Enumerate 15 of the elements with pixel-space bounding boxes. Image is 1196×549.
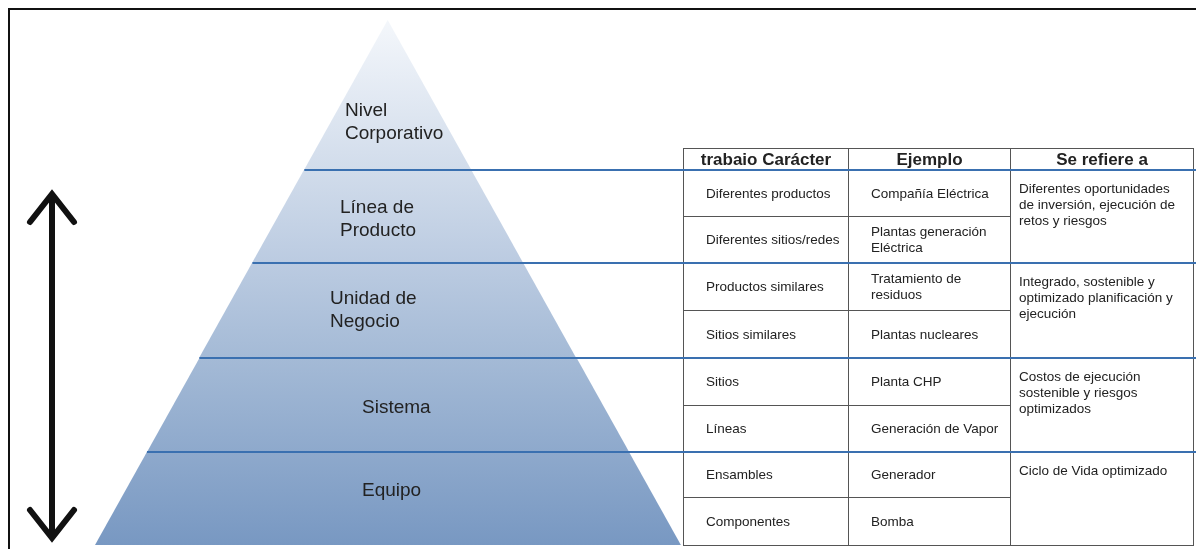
pyramid-band — [199, 263, 577, 358]
level-label: Unidad de Negocio — [330, 286, 418, 332]
level-label: Nivel Corporativo — [345, 98, 445, 144]
column-header: trabaio Carácter — [683, 148, 849, 171]
table-cell: Componentes — [683, 497, 849, 546]
column-header: Se refiere a — [1010, 148, 1194, 171]
column-header: Ejemplo — [848, 148, 1011, 171]
level-label: Sistema — [362, 395, 432, 418]
pyramid-band — [146, 358, 630, 452]
level-label: Equipo — [362, 478, 423, 501]
level-label: Línea de Producto — [340, 195, 418, 241]
pyramid-band — [95, 452, 681, 545]
pyramid-band — [304, 20, 472, 170]
table-cell: Ciclo de Vida optimizado — [1010, 452, 1194, 546]
pyramid-band — [252, 170, 524, 263]
